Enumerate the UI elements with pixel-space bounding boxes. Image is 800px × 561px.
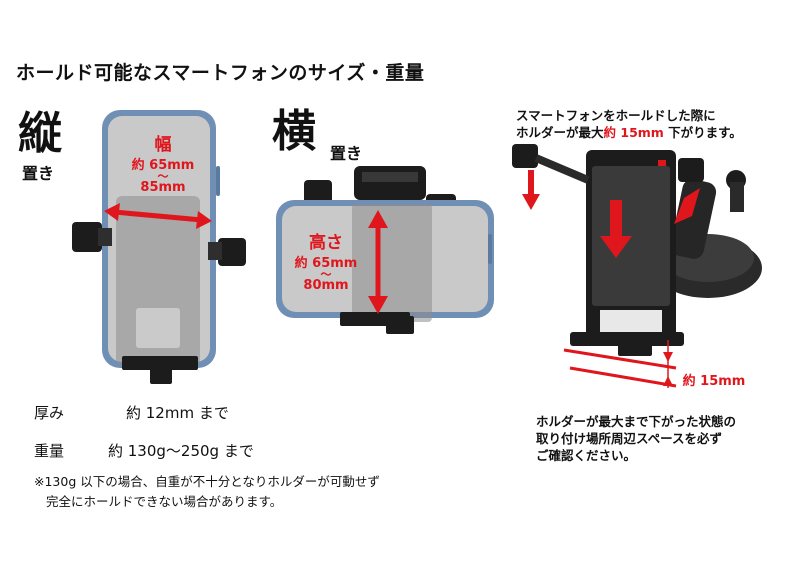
weight-note-line-1: ※130g 以下の場合、自重が不十分となりホルダーが可動せず <box>34 474 380 489</box>
clearance-caption-line-1: ホルダーが最大まで下がった状態の <box>536 414 737 429</box>
landscape-height-min: 約 65mm <box>294 256 358 271</box>
page-title: ホールド可能なスマートフォンのサイズ・重量 <box>16 62 425 84</box>
holder-drop-illustration <box>512 144 762 388</box>
portrait-phone-illustration <box>72 110 246 384</box>
clearance-caption-line-3: ご確認ください。 <box>536 447 637 463</box>
weight-label: 重量 <box>34 442 65 460</box>
weight-value: 約 130g〜250g まで <box>108 442 254 460</box>
clearance-caption: ホルダーが最大まで下がった状態の 取り付け場所周辺スペースを必ず ご確認ください… <box>536 414 736 465</box>
landscape-height-label: 高さ <box>309 233 343 253</box>
thickness-value: 約 12mm まで <box>126 404 229 422</box>
weight-note: ※130g 以下の場合、自重が不十分となりホルダーが可動せず 完全にホールドでき… <box>34 472 380 512</box>
portrait-width-max: 85mm <box>140 180 186 195</box>
landscape-kanji: 横 <box>272 106 316 157</box>
portrait-width-label: 幅 <box>154 135 172 155</box>
thickness-label: 厚み <box>34 404 65 422</box>
portrait-width-tilde: 〜 <box>157 170 169 183</box>
landscape-height-max: 80mm <box>303 278 349 293</box>
portrait-kanji: 縦 <box>18 108 62 159</box>
clearance-caption-line-2: 取り付け場所周辺スペースを必ず <box>536 430 723 446</box>
drop-caption-text-c: 下がります。 <box>663 124 742 140</box>
drop-caption-text-a: ホルダーが最大 <box>516 124 604 140</box>
drop-caption-line-1: スマートフォンをホールドした際に <box>516 108 716 123</box>
landscape-sub-label: 置き <box>330 144 363 163</box>
landscape-phone-illustration <box>276 166 494 334</box>
drop-distance-label: 約 15mm <box>682 374 746 389</box>
drop-caption-amount: 約 15mm <box>603 124 664 140</box>
weight-note-line-2: 完全にホールドできない場合があります。 <box>46 494 283 509</box>
drop-caption-line-2: ホルダーが最大約 15mm 下がります。 <box>516 125 742 142</box>
portrait-width-min: 約 65mm <box>131 158 195 173</box>
landscape-height-tilde: 〜 <box>320 268 332 281</box>
portrait-sub-label: 置き <box>22 164 55 183</box>
drop-caption: スマートフォンをホールドした際に ホルダーが最大約 15mm 下がります。 <box>516 108 742 142</box>
